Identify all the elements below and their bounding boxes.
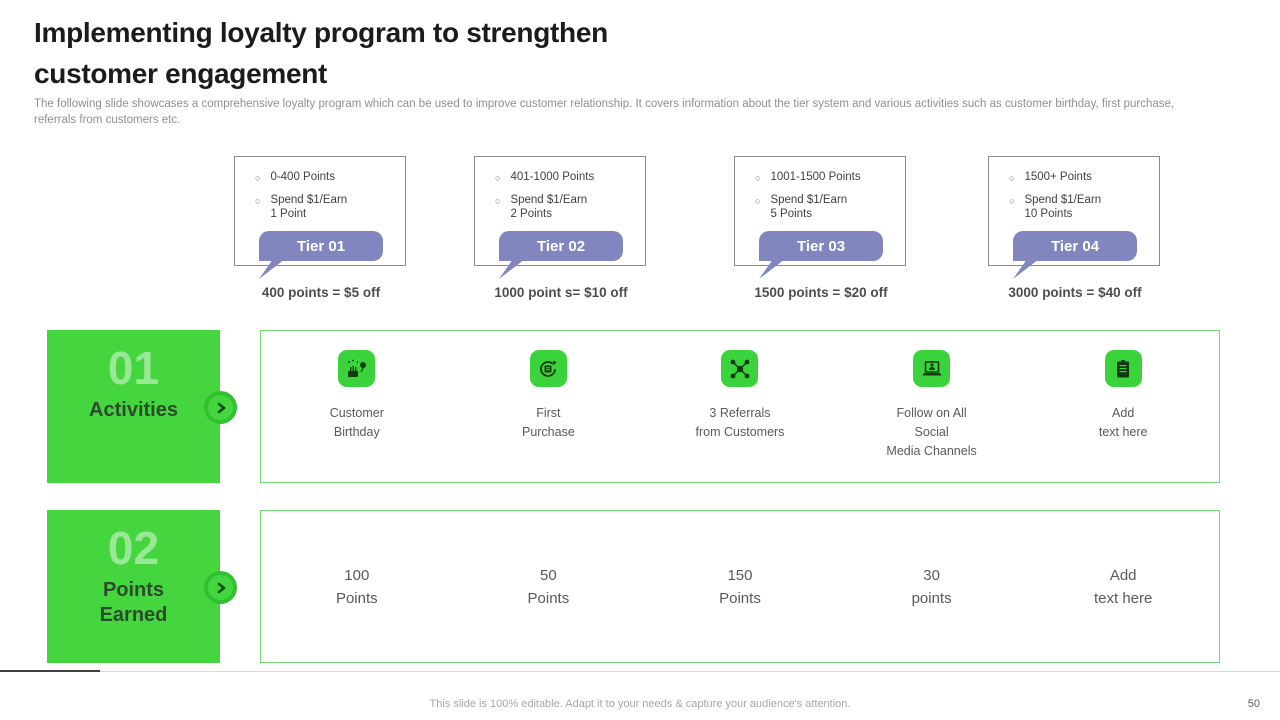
activity-label: Follow on All Social Media Channels (886, 406, 977, 458)
activity-item: Customer Birthday (261, 331, 453, 482)
tier-bullet-list: ○ 1001-1500 Points ○ Spend $1/Earn 5 Poi… (735, 157, 905, 221)
bullet-item: ○ 0-400 Points (255, 170, 399, 185)
section-title: Activities (89, 399, 178, 421)
chevron-right-icon (204, 391, 237, 424)
chevron-right-icon (204, 571, 237, 604)
tier-label-badge: Tier 04 (1013, 231, 1137, 261)
points-item[interactable]: Add text here (1027, 511, 1219, 662)
circle-bullet-icon: ○ (255, 196, 261, 206)
tier-bullet-list: ○ 401-1000 Points ○ Spend $1/Earn 2 Poin… (475, 157, 645, 221)
activity-label: Customer Birthday (329, 406, 384, 439)
bullet-text: Spend $1/Earn 10 Points (1024, 194, 1102, 220)
bullet-item: ○ Spend $1/Earn 10 Points (1009, 193, 1153, 221)
section-number: 01 (107, 342, 160, 394)
section-header-activities: 01 Activities (47, 330, 220, 483)
tier-card-3: ○ 1001-1500 Points ○ Spend $1/Earn 5 Poi… (734, 156, 906, 300)
points-item: 30 points (836, 511, 1028, 662)
tier-bullet-list: ○ 1500+ Points ○ Spend $1/Earn 10 Points (989, 157, 1159, 221)
tier-reward-text: 1000 point s= $10 off (494, 285, 628, 300)
section-title: Points Earned (99, 579, 168, 626)
bullet-text: Spend $1/Earn 2 Points (510, 194, 588, 220)
tier-reward-text: 400 points = $5 off (261, 285, 381, 300)
activity-item: First Purchase (453, 331, 645, 482)
social-media-laptop-icon (913, 350, 951, 387)
points-value: 100 Points (335, 566, 378, 607)
circle-bullet-icon: ○ (1009, 196, 1015, 206)
bullet-text: Spend $1/Earn 5 Points (770, 194, 848, 220)
bullet-item: ○ Spend $1/Earn 2 Points (495, 193, 639, 221)
tier-label-badge: Tier 01 (259, 231, 383, 261)
page-number: 50 (1247, 698, 1260, 710)
tier-reward-text: 3000 points = $40 off (1008, 285, 1142, 300)
bullet-item: ○ Spend $1/Earn 1 Point (255, 193, 399, 221)
footer-divider-dark (0, 670, 100, 672)
activities-panel: Customer Birthday First Purchase (260, 330, 1220, 483)
bullet-text: 401-1000 Points (510, 171, 595, 183)
section-header-points-earned: 02 Points Earned (47, 510, 220, 663)
tier-card-2: ○ 401-1000 Points ○ Spend $1/Earn 2 Poin… (474, 156, 646, 300)
activity-label: 3 Referrals from Customers (695, 406, 785, 439)
points-item: 100 Points (261, 511, 453, 662)
bullet-text: Spend $1/Earn 1 Point (270, 194, 348, 220)
footer-divider-light (100, 671, 1280, 672)
activity-item[interactable]: Add text here (1027, 331, 1219, 482)
tier-reward-text: 1500 points = $20 off (754, 285, 888, 300)
points-earned-panel: 100 Points 50 Points 150 Points 30 point… (260, 510, 1220, 663)
tier-label-badge: Tier 02 (499, 231, 623, 261)
activity-label: First Purchase (521, 406, 575, 439)
tier-bullet-list: ○ 0-400 Points ○ Spend $1/Earn 1 Point (235, 157, 405, 221)
circle-bullet-icon: ○ (255, 173, 261, 183)
circle-bullet-icon: ○ (495, 173, 501, 183)
section-number: 02 (107, 522, 160, 574)
circle-bullet-icon: ○ (755, 196, 761, 206)
bullet-text: 1001-1500 Points (770, 171, 861, 183)
footer-note: This slide is 100% editable. Adapt it to… (429, 698, 851, 710)
bullet-item: ○ 401-1000 Points (495, 170, 639, 185)
points-value: 50 Points (527, 566, 570, 607)
bullet-item: ○ Spend $1/Earn 5 Points (755, 193, 899, 221)
placeholder-text[interactable]: Add text here (1093, 566, 1153, 607)
placeholder-text[interactable]: Add text here (1098, 406, 1148, 439)
tier-card-1: ○ 0-400 Points ○ Spend $1/Earn 1 Point T… (234, 156, 406, 300)
clipboard-icon (1104, 350, 1142, 387)
circle-bullet-icon: ○ (755, 173, 761, 183)
circle-bullet-icon: ○ (495, 196, 501, 206)
activity-item: Follow on All Social Media Channels (836, 331, 1028, 482)
points-item: 50 Points (453, 511, 645, 662)
referral-network-icon (721, 350, 759, 387)
bullet-item: ○ 1500+ Points (1009, 170, 1153, 185)
birthday-cake-icon (338, 350, 376, 387)
bullet-text: 1500+ Points (1024, 171, 1092, 183)
points-value: 150 Points (719, 566, 761, 607)
activity-item: 3 Referrals from Customers (644, 331, 836, 482)
points-item: 150 Points (644, 511, 836, 662)
slide-description: The following slide showcases a comprehe… (34, 98, 1175, 126)
repeat-purchase-icon (529, 350, 567, 387)
tier-card-4: ○ 1500+ Points ○ Spend $1/Earn 10 Points… (988, 156, 1160, 300)
points-value: 30 points (911, 566, 952, 607)
bullet-text: 0-400 Points (270, 171, 336, 183)
bullet-item: ○ 1001-1500 Points (755, 170, 899, 185)
page-title: Implementing loyalty program to strength… (34, 17, 608, 89)
tier-label-badge: Tier 03 (759, 231, 883, 261)
circle-bullet-icon: ○ (1009, 173, 1015, 183)
